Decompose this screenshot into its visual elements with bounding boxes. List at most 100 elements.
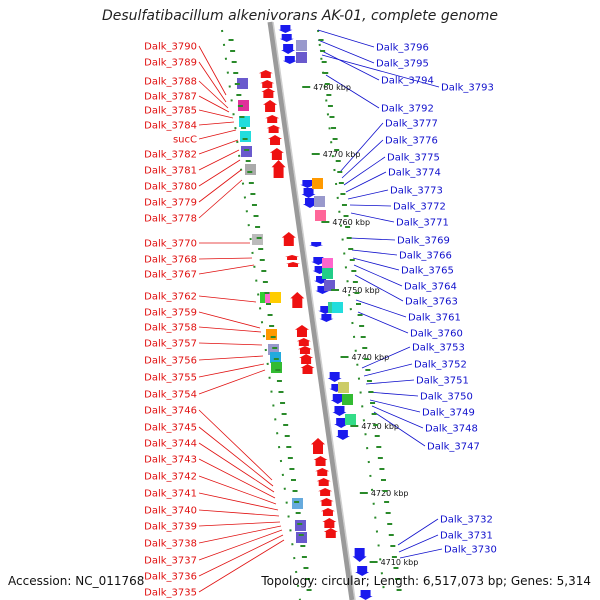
- right-gene-label: Dalk_3766: [399, 251, 452, 262]
- right-gene-label: Dalk_3769: [397, 236, 450, 247]
- right-label-leader: [399, 548, 443, 559]
- forward-gene-arrow: [313, 456, 328, 466]
- forward-gene-arrow: [319, 498, 334, 506]
- left-label-leader: [198, 529, 283, 561]
- left-gene-label: Dalk_3768: [144, 255, 197, 266]
- left-label-leader: [198, 458, 276, 499]
- forward-gene-arrow: [286, 262, 301, 267]
- reverse-gene-arrow: [332, 406, 347, 416]
- forward-gene-arrow: [265, 115, 280, 123]
- right-label-leader: [363, 363, 413, 377]
- forward-gene-arrow: [266, 125, 281, 133]
- left-label-leader: [198, 121, 235, 126]
- cog-feature-box: [270, 352, 281, 363]
- left-gene-label: Dalk_3778: [144, 214, 197, 225]
- cog-feature-box: [252, 234, 263, 245]
- reverse-gene-arrow: [281, 44, 296, 54]
- left-gene-label: Dalk_3745: [144, 423, 197, 434]
- forward-gene-arrow: [315, 468, 330, 476]
- cog-feature-box: [238, 100, 249, 111]
- left-label-leader: [198, 264, 255, 275]
- left-label-leader: [198, 159, 241, 187]
- forward-gene-arrow: [281, 232, 296, 246]
- genome-summary-text: Topology: circular; Length: 6,517,073 bp…: [261, 574, 591, 588]
- right-label-leader: [373, 411, 426, 447]
- right-label-leader: [361, 346, 411, 369]
- forward-gene-arrow: [271, 160, 286, 178]
- cog-feature-box: [345, 414, 356, 425]
- right-label-leader: [354, 274, 404, 302]
- cog-feature-box: [266, 329, 277, 340]
- right-label-leader: [341, 139, 384, 179]
- right-gene-label: Dalk_3747: [427, 442, 480, 453]
- forward-gene-arrow: [323, 528, 338, 538]
- left-gene-label: Dalk_3789: [144, 58, 197, 69]
- cog-feature-box: [296, 52, 307, 63]
- left-gene-label: Dalk_3788: [144, 77, 197, 88]
- cog-feature-box: [322, 258, 333, 269]
- left-label-leader: [198, 492, 279, 511]
- right-label-leader: [351, 249, 398, 256]
- right-gene-label: Dalk_3732: [440, 515, 493, 526]
- right-label-leader: [350, 212, 395, 223]
- left-gene-label: sucC: [173, 135, 197, 146]
- right-gene-label: Dalk_3774: [388, 168, 441, 179]
- left-gene-label: Dalk_3741: [144, 489, 197, 500]
- left-gene-label: Dalk_3759: [144, 308, 197, 319]
- left-gene-label: Dalk_3762: [144, 292, 197, 303]
- right-gene-label: Dalk_3796: [376, 43, 429, 54]
- gene-features: [237, 25, 373, 600]
- reverse-gene-arrow: [355, 566, 370, 576]
- left-label-leader: [198, 426, 274, 487]
- cog-feature-box: [324, 280, 335, 291]
- reverse-gene-arrow: [335, 430, 350, 440]
- left-label-leader: [198, 257, 253, 260]
- cog-feature-box: [241, 146, 252, 157]
- right-label-leader: [325, 74, 380, 109]
- right-gene-label: Dalk_3795: [376, 59, 429, 70]
- cog-feature-box: [245, 164, 256, 175]
- forward-gene-arrow: [300, 364, 315, 374]
- cog-feature-box: [240, 131, 251, 142]
- left-gene-label: Dalk_3782: [144, 150, 197, 161]
- right-label-leader: [343, 156, 386, 186]
- left-label-leader: [198, 149, 240, 171]
- left-label-leader: [198, 521, 281, 527]
- left-gene-label: Dalk_3735: [144, 588, 197, 599]
- cog-feature-box: [270, 292, 281, 303]
- left-gene-label: Dalk_3746: [144, 406, 197, 417]
- left-label-leader: [198, 363, 265, 378]
- left-label-leader: [198, 45, 227, 96]
- left-gene-label: Dalk_3780: [144, 182, 197, 193]
- reverse-gene-arrow: [330, 394, 345, 404]
- right-gene-label: Dalk_3749: [422, 408, 475, 419]
- forward-gene-arrow: [290, 292, 305, 308]
- forward-gene-arrow: [258, 70, 273, 78]
- forward-gene-arrow: [316, 478, 331, 486]
- right-gene-label: Dalk_3750: [420, 392, 473, 403]
- cog-feature-box: [239, 116, 250, 127]
- left-label-leader: [198, 129, 237, 140]
- right-gene-label: Dalk_3765: [401, 266, 454, 277]
- right-label-leader: [355, 299, 407, 318]
- reverse-gene-arrow: [352, 548, 367, 562]
- left-label-leader: [198, 534, 284, 577]
- reverse-gene-arrow: [334, 418, 349, 428]
- right-label-leader: [347, 189, 389, 200]
- right-label-leader: [317, 29, 375, 48]
- left-gene-label: Dalk_3744: [144, 439, 197, 450]
- forward-gene-arrow: [311, 438, 326, 454]
- cog-feature-box: [332, 302, 343, 313]
- right-label-leader: [349, 237, 396, 241]
- left-label-leader: [198, 326, 262, 333]
- kbp-label: 4760 kbp: [332, 218, 370, 227]
- right-label-leader: [397, 518, 439, 546]
- right-gene-label: Dalk_3751: [416, 376, 469, 387]
- left-label-leader: [198, 61, 227, 103]
- forward-gene-arrow: [299, 354, 314, 364]
- right-gene-label: Dalk_3777: [385, 119, 438, 130]
- left-gene-label: Dalk_3743: [144, 455, 197, 466]
- kbp-label: 4770 kbp: [323, 150, 361, 159]
